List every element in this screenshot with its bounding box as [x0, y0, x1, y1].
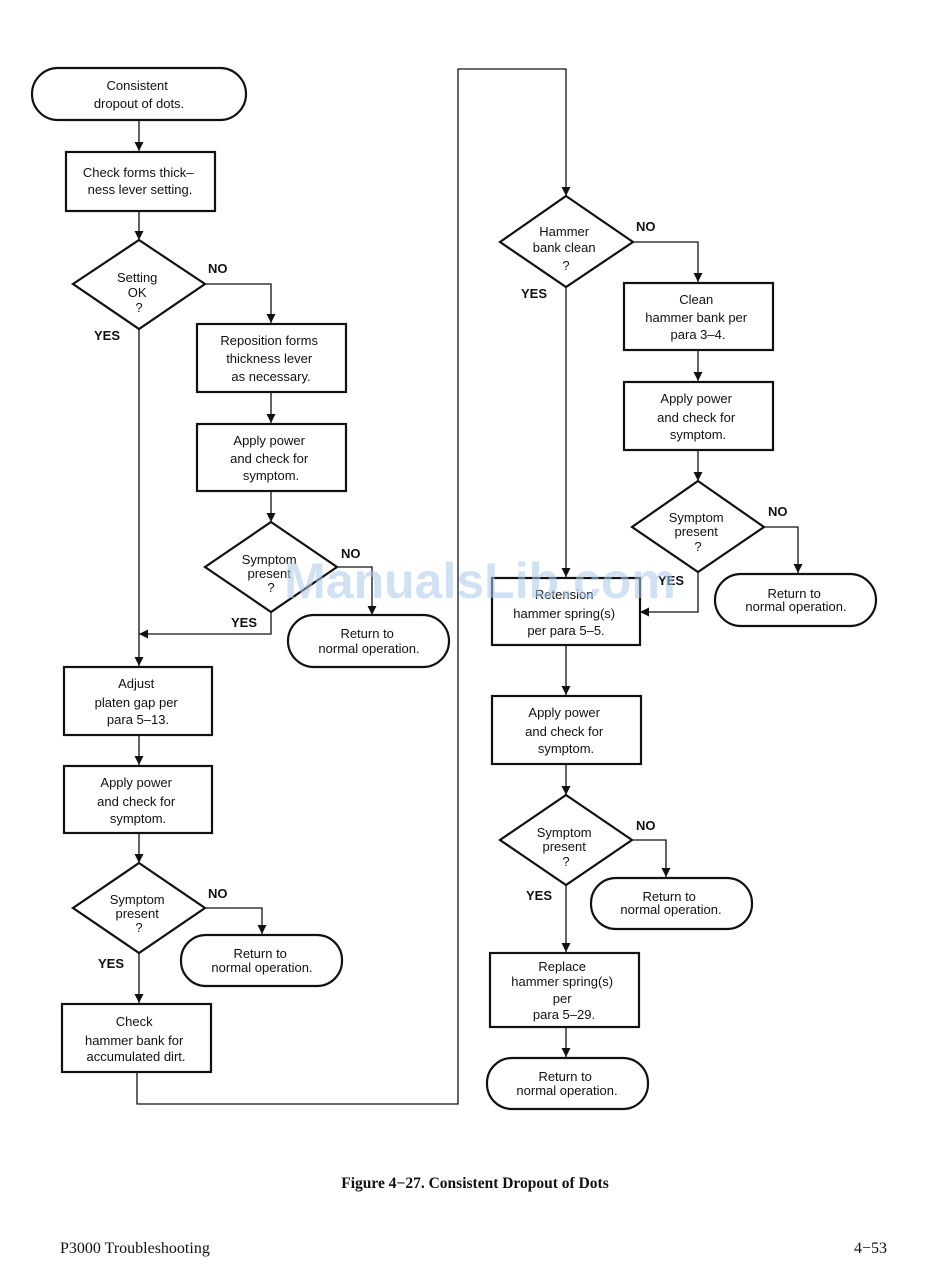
apply-power-3-box — [622, 380, 775, 452]
nodes — [30, 66, 878, 1111]
retension-box — [490, 576, 642, 647]
edge-hammer-clean-no — [633, 241, 703, 282]
return-4-label: Return to normal operation. — [620, 889, 721, 917]
edge-symptom-3-yes — [640, 570, 699, 617]
edge-symptom-1-no — [337, 566, 377, 615]
symptom-3-no-label: NO — [768, 504, 788, 519]
apply-power-2-box — [62, 764, 214, 835]
symptom-1-no-label: NO — [341, 546, 361, 561]
hammer-clean-diamond — [498, 194, 635, 289]
return-3-node — [713, 572, 878, 628]
symptom-3-diamond — [630, 479, 766, 574]
symptom-1-yes-label: YES — [231, 615, 257, 630]
start-node — [30, 66, 248, 122]
edge-symptom-1-yes — [139, 612, 272, 639]
symptom-3-label: Symptom present ? — [669, 510, 728, 554]
check-hammer-label: Check hammer bank for accumulated dirt. — [85, 1014, 187, 1064]
setting-ok-diamond — [71, 238, 207, 331]
hammer-clean-no-label: NO — [636, 219, 656, 234]
setting-no-label: NO — [208, 261, 228, 276]
start-label: Consistent dropout of dots. — [94, 78, 184, 111]
footer-page-number: 4−53 — [854, 1240, 887, 1257]
node-labels: Consistent dropout of dots. Check forms … — [83, 78, 847, 1098]
symptom-3-yes-label: YES — [658, 573, 684, 588]
check-forms-label: Check forms thick– ness lever setting. — [83, 165, 197, 197]
retension-label: Retension hammer spring(s) per para 5–5. — [513, 587, 618, 638]
return-5-node — [485, 1056, 650, 1111]
edge-labels: NO YES NO YES NO YES NO YES NO YES NO YE… — [94, 219, 788, 971]
return-2-label: Return to normal operation. — [211, 946, 312, 975]
symptom-4-diamond — [498, 793, 634, 887]
check-hammer-box — [60, 1002, 213, 1074]
check-forms-box — [64, 150, 217, 213]
symptom-4-no-label: NO — [636, 818, 656, 833]
symptom-2-label: Symptom present ? — [110, 892, 169, 935]
return-5-label: Return to normal operation. — [516, 1069, 617, 1098]
edge-check-hammer-hammer-clean — [136, 68, 571, 1105]
setting-yes-label: YES — [94, 328, 120, 343]
symptom-2-yes-label: YES — [98, 956, 124, 971]
edge-symptom-4-no — [632, 839, 671, 877]
apply-power-4-box — [490, 694, 643, 766]
hammer-clean-yes-label: YES — [521, 286, 547, 301]
setting-ok-label: Setting OK ? — [117, 270, 161, 315]
return-3-label: Return to normal operation. — [745, 586, 846, 614]
symptom-4-label: Symptom present ? — [537, 825, 596, 869]
apply-power-1-label: Apply power and check for symptom. — [230, 433, 312, 483]
apply-power-2-label: Apply power and check for symptom. — [97, 775, 179, 826]
apply-power-4-label: Apply power and check for symptom. — [525, 705, 607, 756]
return-1-node — [286, 613, 451, 669]
symptom-1-label: Symptom present ? — [242, 552, 301, 595]
adjust-platen-box — [62, 665, 214, 737]
adjust-platen-label: Adjust platen gap per para 5–13. — [95, 676, 182, 727]
symptom-2-no-label: NO — [208, 886, 228, 901]
replace-spring-box — [488, 951, 641, 1029]
edge-symptom-2-no — [205, 907, 267, 934]
watermark: ManualsLib.com — [284, 553, 676, 609]
apply-power-3-label: Apply power and check for symptom. — [657, 391, 739, 442]
return-2-node — [179, 933, 344, 988]
return-4-node — [589, 876, 754, 931]
replace-spring-label: Replace hammer spring(s) per para 5–29. — [511, 959, 616, 1022]
footer-section-title: P3000 Troubleshooting — [60, 1240, 210, 1257]
reposition-label: Reposition forms thickness lever as nece… — [220, 333, 321, 384]
return-1-label: Return to normal operation. — [318, 626, 419, 656]
hammer-clean-label: Hammer bank clean ? — [533, 224, 600, 273]
clean-hammer-label: Clean hammer bank per para 3–4. — [645, 292, 751, 342]
clean-hammer-box — [622, 281, 775, 352]
edge-symptom-3-no — [764, 526, 803, 573]
figure-caption: Figure 4−27. Consistent Dropout of Dots — [341, 1175, 608, 1192]
connectors — [134, 68, 803, 1105]
apply-power-1-box — [195, 422, 348, 493]
symptom-4-yes-label: YES — [526, 888, 552, 903]
reposition-box — [195, 322, 348, 394]
symptom-2-diamond — [71, 861, 207, 955]
edge-setting-no — [205, 283, 276, 323]
symptom-1-diamond — [203, 520, 339, 614]
